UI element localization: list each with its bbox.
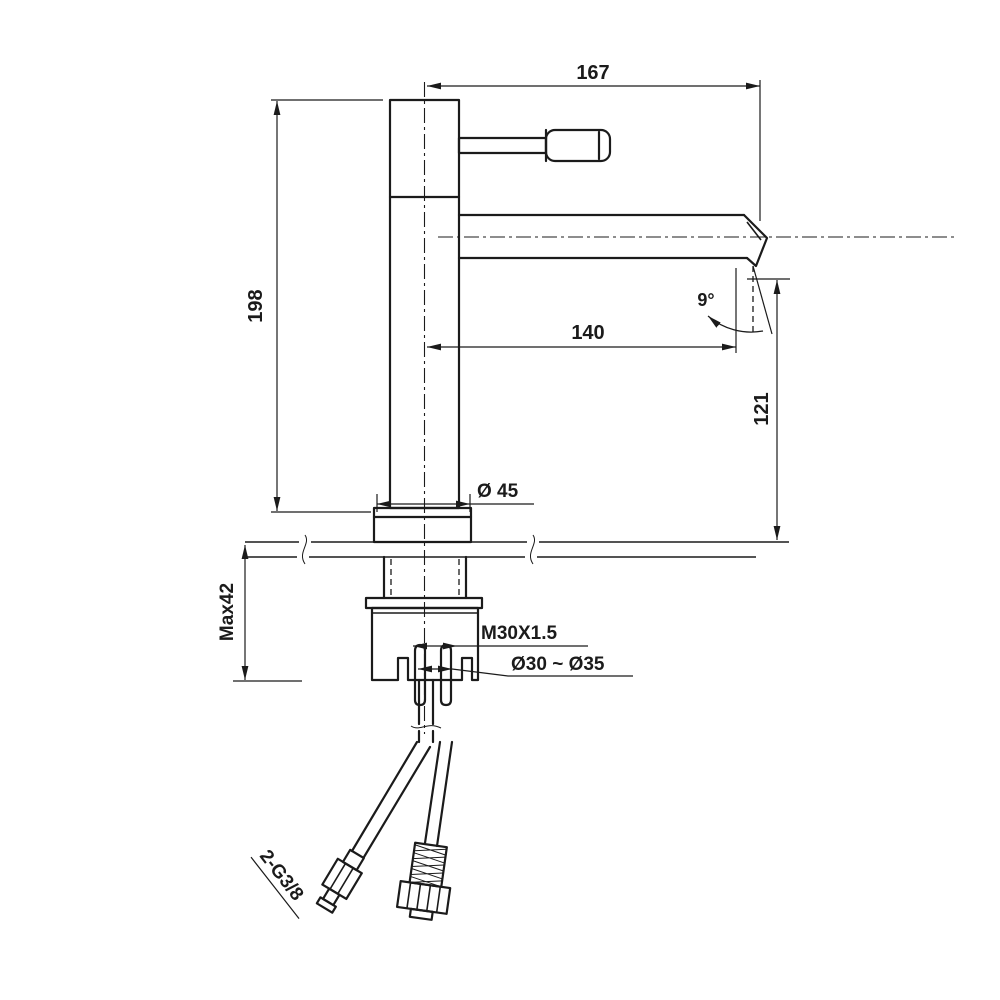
hose-left-fitting [315, 848, 365, 914]
dim-outlet-height-label: 121 [751, 392, 773, 425]
dimension-max-thickness: Max42 [217, 545, 302, 682]
dim-spout-reach-label: 140 [571, 322, 604, 344]
spout [457, 213, 769, 268]
dim-outlet-angle-label: 9° [697, 290, 714, 310]
base-plate [372, 506, 473, 544]
hose-right-outer [423, 740, 442, 845]
dimension-supply-hoses: 2-G3/8 [250, 846, 307, 919]
supply-hoses [315, 740, 454, 921]
pipe-break [410, 725, 442, 729]
label-underline [451, 668, 633, 677]
dim-mounting-thread-label: M30X1.5 [481, 623, 557, 644]
angle-outlet-line [752, 265, 773, 335]
hose-left-inner [362, 745, 432, 859]
ext-lines [271, 99, 383, 513]
supply-pipe [417, 678, 435, 744]
dimension-outlet-angle: 9° [697, 265, 773, 335]
connector-collar [408, 907, 434, 921]
handle-stem [457, 136, 548, 155]
dim-overall-width-label: 167 [576, 62, 609, 84]
handle-grip [544, 128, 612, 163]
dimension-body-height: 198 [245, 99, 383, 513]
connector-nut-facets [406, 882, 442, 913]
hose-left-outer [350, 740, 419, 853]
dimension-base-diameter: Ø 45 [376, 481, 534, 512]
hose-right-fitting [395, 841, 452, 921]
counter-deck [245, 534, 789, 565]
dimension-hole-range: Ø30 ~ Ø35 [418, 654, 633, 677]
spout-tip-facet [746, 221, 762, 241]
hose-right-inner [435, 740, 454, 848]
deck-break-right [529, 534, 535, 565]
centerlines [423, 82, 957, 734]
dimension-mounting-thread: M30X1.5 [413, 623, 588, 650]
dimension-overall-width: 167 [427, 62, 761, 221]
dim-base-diameter-label: Ø 45 [477, 481, 519, 502]
spout-tip [742, 213, 769, 268]
fitting-nut-facets [329, 863, 354, 895]
connector-nut [395, 880, 452, 915]
mounting-stud-right [439, 643, 453, 707]
dim-max-thickness-label: Max42 [217, 583, 238, 641]
label-underline [250, 856, 300, 919]
dimension-outlet-height: 121 [747, 278, 790, 540]
mounting-nut [370, 606, 480, 682]
base-plate-outline [372, 506, 473, 544]
fitting-end [315, 896, 337, 914]
dim-hole-range-label: Ø30 ~ Ø35 [511, 654, 605, 675]
handle-lever [457, 128, 612, 163]
angle-arc [707, 315, 764, 333]
fitting-nut [321, 857, 363, 901]
mounting-hardware [364, 555, 484, 744]
dim-body-height-label: 198 [245, 289, 267, 322]
braided-sleeve-hatch [409, 844, 447, 888]
faucet-body-group [372, 98, 769, 544]
dimension-spout-reach: 140 [427, 268, 737, 353]
deck-break-left [301, 534, 307, 565]
